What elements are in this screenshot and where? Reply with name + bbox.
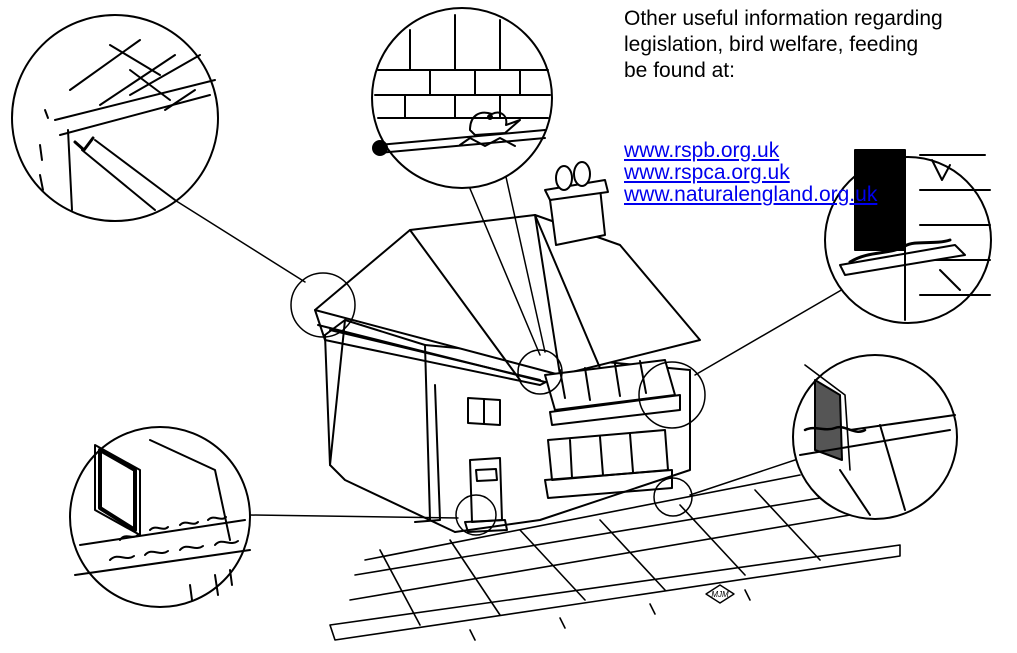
- callout-wall-base: [793, 355, 957, 519]
- house: [291, 162, 705, 535]
- signature-text: MJM: [711, 590, 729, 599]
- info-line-2: legislation, bird welfare, feeding: [624, 32, 1017, 58]
- callout-roof-gutter: [12, 15, 218, 221]
- info-line-3: be found at:: [624, 58, 1017, 84]
- link-natural-england[interactable]: www.naturalengland.org.uk: [624, 184, 877, 206]
- link-rspb[interactable]: www.rspb.org.uk: [624, 140, 877, 162]
- info-text: Other useful information regarding legis…: [624, 6, 1017, 84]
- link-rspca[interactable]: www.rspca.org.uk: [624, 162, 877, 184]
- callout-doorstep: [70, 427, 250, 607]
- artist-signature: MJM: [706, 585, 734, 603]
- info-line-1: Other useful information regarding: [624, 6, 1017, 32]
- callout-pigeon-ledge: [372, 8, 552, 188]
- resource-links: www.rspb.org.uk www.rspca.org.uk www.nat…: [624, 140, 877, 206]
